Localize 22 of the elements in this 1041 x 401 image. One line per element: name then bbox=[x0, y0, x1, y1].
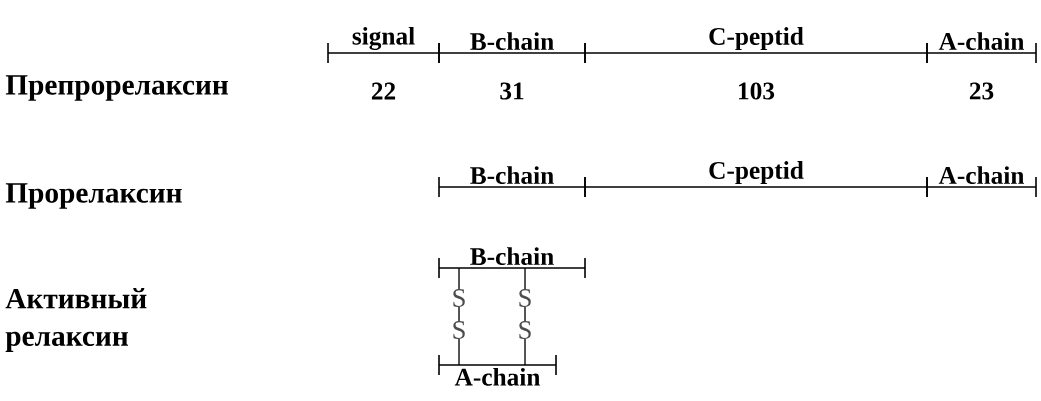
sequence-segment: A-chain bbox=[926, 32, 1037, 64]
row-title: Активный релаксин bbox=[5, 288, 147, 352]
residue-count: 22 bbox=[371, 82, 396, 100]
residue-count: 31 bbox=[500, 82, 524, 100]
disulfide-bond bbox=[458, 267, 460, 366]
disulfide-bond bbox=[524, 267, 526, 366]
sequence-segment: B-chain bbox=[438, 247, 586, 279]
sequence-segment: B-chain bbox=[438, 32, 586, 64]
sequence-segment: A-chain bbox=[438, 354, 557, 386]
residue-count: 103 bbox=[739, 82, 775, 100]
sequence-segment: C-peptid bbox=[584, 27, 928, 64]
sulfur-label: S bbox=[451, 321, 467, 339]
sequence-segment: C-peptid bbox=[584, 161, 928, 198]
sulfur-label: S bbox=[451, 289, 467, 307]
sequence-segment: B-chain bbox=[438, 166, 586, 198]
row-title: Препрорелаксин bbox=[5, 75, 228, 101]
sulfur-label: S bbox=[517, 289, 533, 307]
sulfur-label: S bbox=[517, 321, 533, 339]
row-title: Прорелаксин bbox=[5, 183, 182, 209]
sequence-segment: signal bbox=[327, 26, 440, 64]
sequence-segment: A-chain bbox=[926, 166, 1037, 198]
residue-count: 23 bbox=[969, 82, 994, 100]
